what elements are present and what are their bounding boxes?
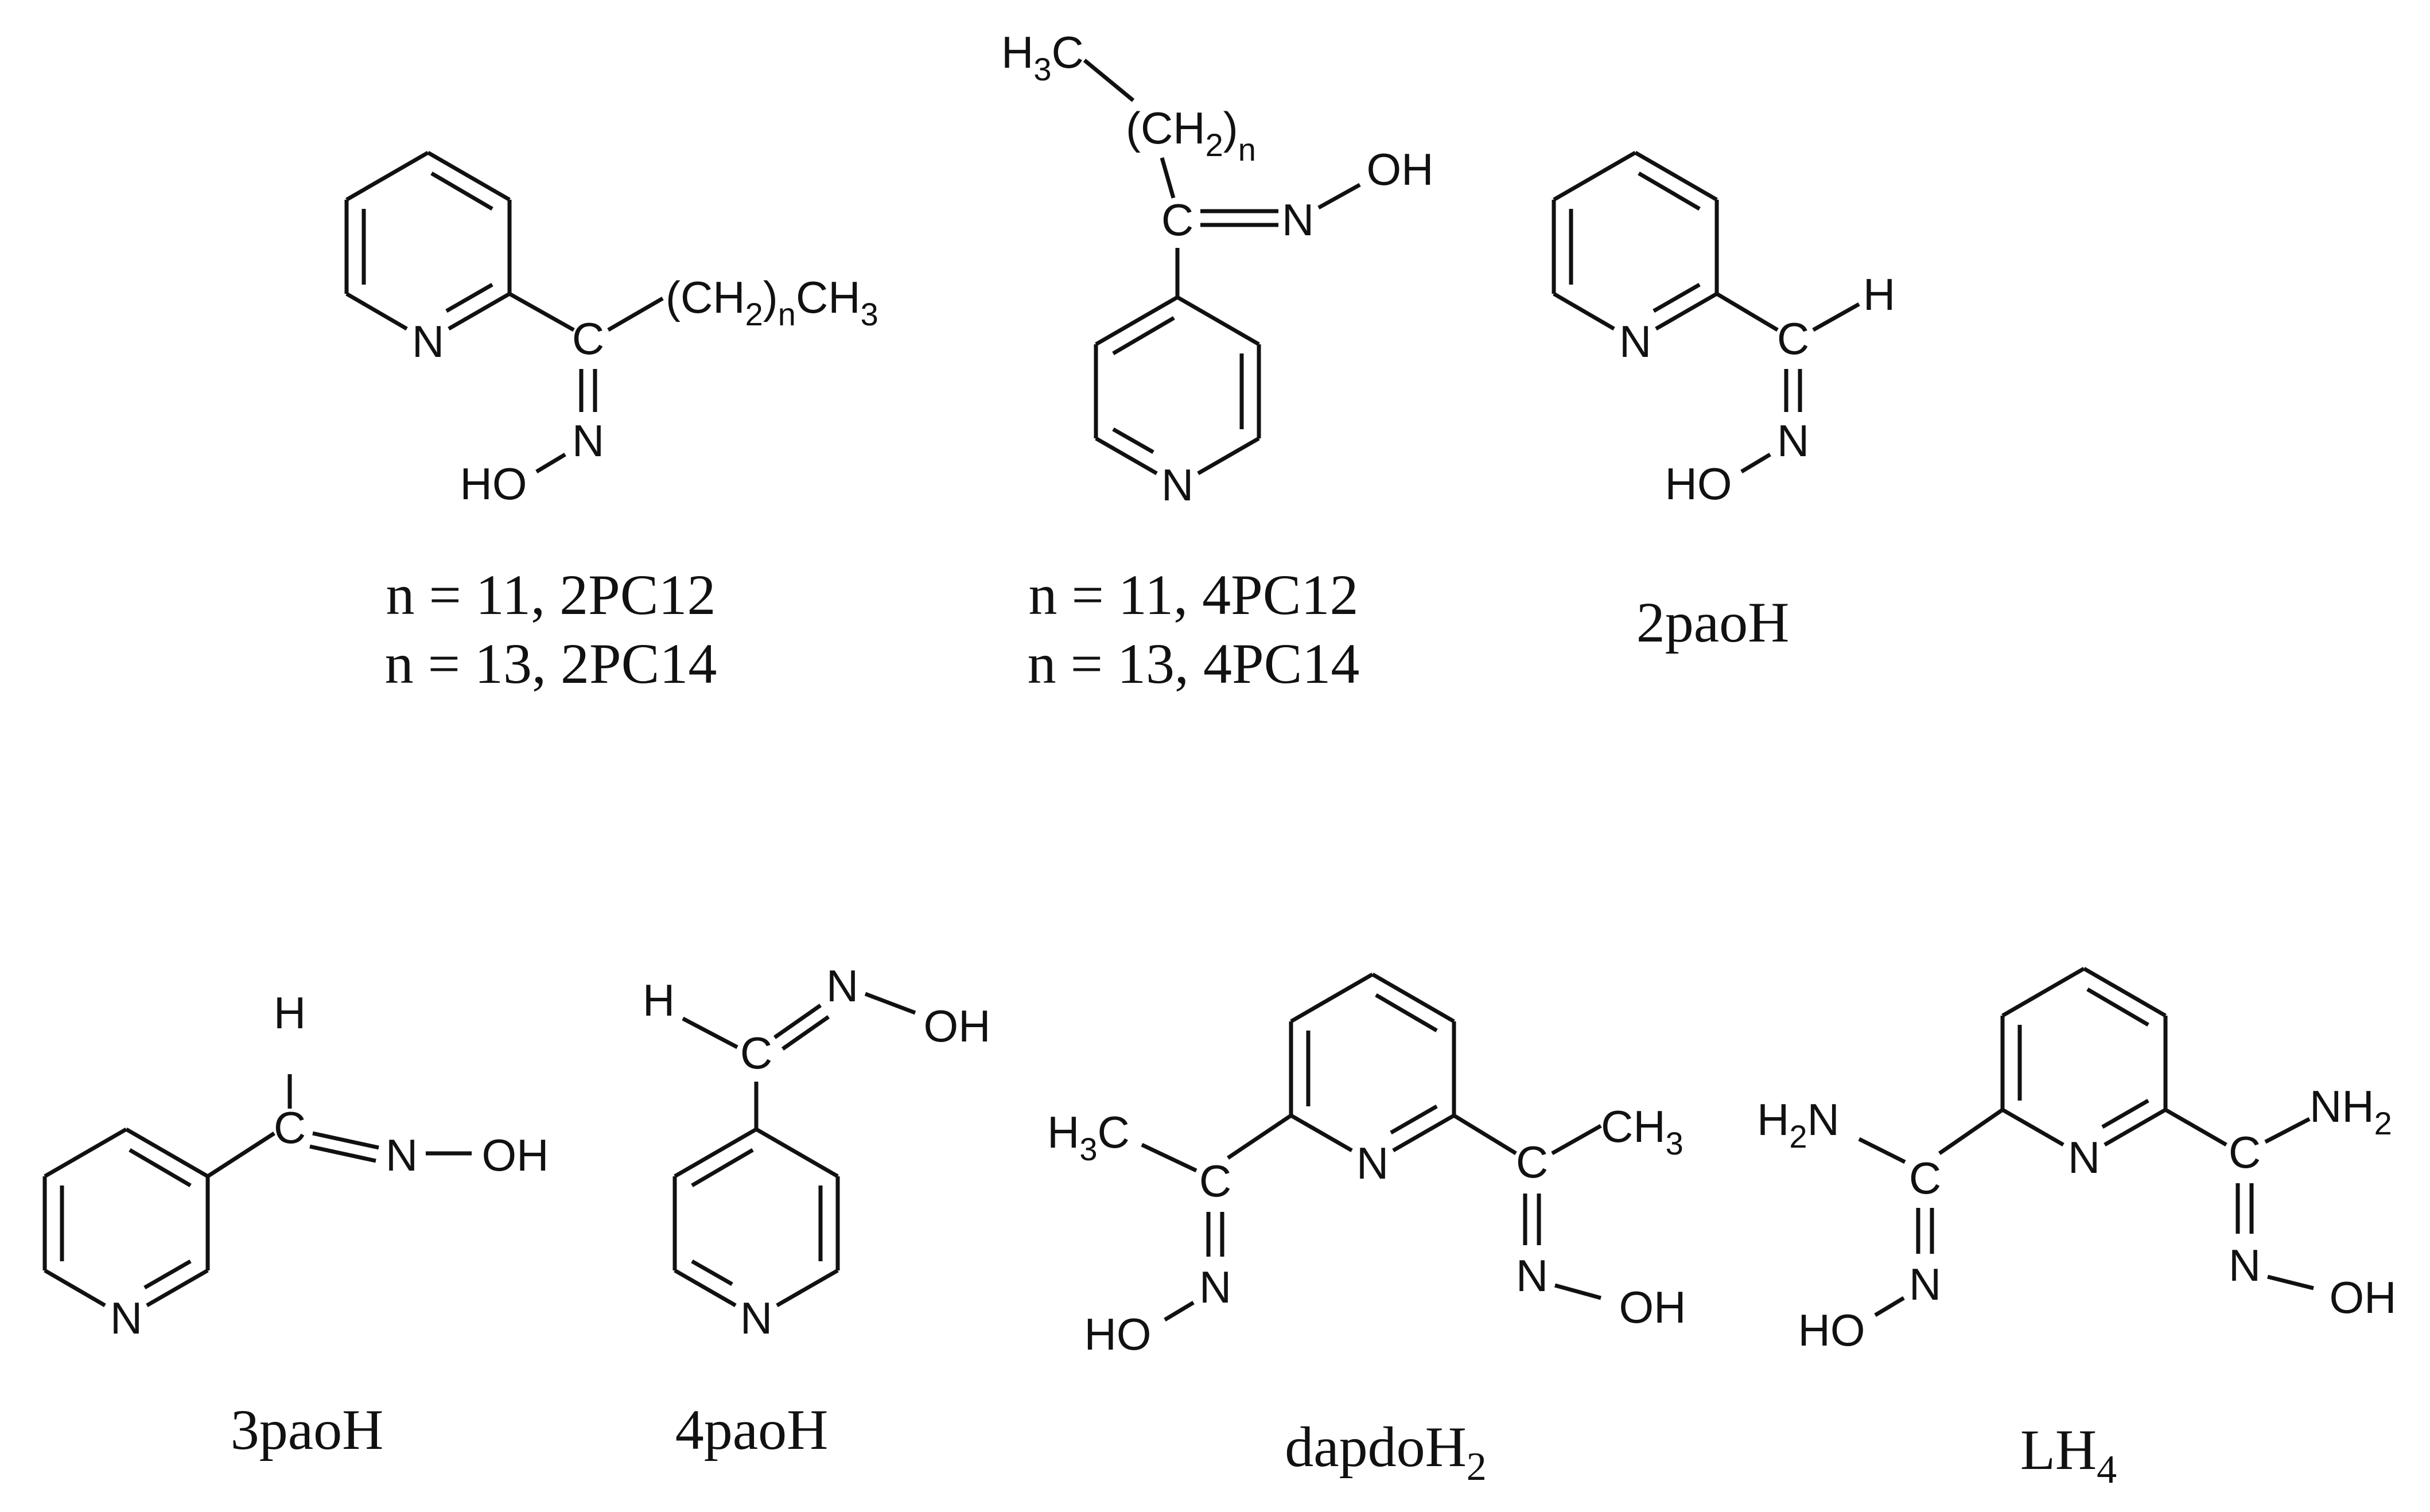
- caption-2pc-line1: n = 11, 2PC12: [386, 563, 716, 627]
- caption-dapdoh2: dapdoH2: [1285, 1415, 1487, 1489]
- structure-3paoh: N C H N OH: [42, 988, 549, 1343]
- oxime-nitrogen: N: [386, 1130, 418, 1180]
- structure-2pc: N C (CH2)nCH3 N HO: [344, 150, 878, 509]
- pyridine-nitrogen: N: [740, 1293, 772, 1343]
- pyridine-nitrogen: N: [1619, 316, 1651, 367]
- oxime-nitrogen-left: N: [1199, 1262, 1231, 1312]
- oxime-carbon-right: C: [1516, 1137, 1548, 1187]
- pyridine-ring: N: [42, 1127, 210, 1343]
- pyridine-nitrogen: N: [110, 1293, 142, 1343]
- amidoxime-carbon-left: C: [1909, 1153, 1941, 1203]
- oxime-nitrogen: N: [826, 961, 858, 1011]
- hydroxyl-left-label: HO: [1798, 1305, 1865, 1355]
- methylene-chain-label: (CH2)n: [1126, 103, 1256, 168]
- caption-lh4: LH4: [2020, 1418, 2117, 1492]
- hydroxyl-label: HO: [460, 458, 527, 509]
- oxime-nitrogen: N: [572, 415, 604, 466]
- caption-3paoh: 3paoH: [231, 1398, 384, 1462]
- hydroxyl-right-label: OH: [1619, 1282, 1686, 1332]
- oxime-nitrogen: N: [1777, 415, 1809, 466]
- hydroxyl-label: OH: [482, 1130, 549, 1180]
- amino-right-label: NH2: [2310, 1081, 2392, 1141]
- hydroxyl-label: OH: [924, 1001, 991, 1051]
- caption-4paoh: 4paoH: [675, 1398, 829, 1462]
- methyl-right-label: CH3: [1601, 1101, 1683, 1161]
- hydrogen-label: H: [274, 988, 306, 1038]
- hydroxyl-label: HO: [1665, 458, 1732, 509]
- hydroxyl-right-label: OH: [2330, 1272, 2397, 1323]
- pyridine-nitrogen: N: [412, 316, 444, 367]
- structure-2paoh: N C H N HO: [1552, 150, 1895, 509]
- pyridine-ring: N: [2000, 966, 2168, 1183]
- oxime-nitrogen: N: [1282, 195, 1314, 245]
- alkyl-chain-label: (CH2)nCH3: [666, 272, 878, 332]
- hydrogen-label: H: [643, 975, 675, 1025]
- amidoxime-carbon-right: C: [2229, 1127, 2261, 1177]
- oxime-carbon-left: C: [1199, 1156, 1231, 1206]
- oxime-carbon: C: [1161, 195, 1193, 245]
- pyridine-ring: N: [1094, 295, 1261, 510]
- methyl-label: H3C: [1001, 27, 1084, 87]
- structure-lh4: N C H2N N HO C NH2 N OH: [1757, 966, 2397, 1355]
- pyridine-nitrogen: N: [2068, 1132, 2100, 1183]
- hydroxyl-label: OH: [1367, 144, 1434, 195]
- oxime-carbon: C: [572, 313, 604, 364]
- amino-left-label: H2N: [1757, 1094, 1840, 1155]
- caption-4pc-line2: n = 13, 4PC14: [1028, 632, 1360, 695]
- hydroxyl-left-label: HO: [1084, 1309, 1152, 1359]
- oxime-carbon: C: [274, 1102, 306, 1153]
- hydrogen-label: H: [1863, 269, 1895, 320]
- oxime-nitrogen-left: N: [1909, 1259, 1941, 1309]
- caption-2pc-line2: n = 13, 2PC14: [385, 632, 717, 695]
- caption-2paoh: 2paoH: [1636, 590, 1790, 654]
- methyl-left-label: H3C: [1047, 1107, 1130, 1167]
- pyridine-ring: N: [1552, 150, 1719, 367]
- oxime-carbon: C: [740, 1028, 772, 1078]
- oxime-carbon: C: [1777, 313, 1809, 364]
- structure-dapdoh2: N C H3C N HO C CH3 N OH: [1047, 972, 1686, 1359]
- structure-4paoh: H C N OH N: [643, 961, 991, 1343]
- oxime-nitrogen-right: N: [1516, 1250, 1548, 1301]
- pyridine-ring: N: [344, 150, 512, 367]
- oxime-nitrogen-right: N: [2229, 1240, 2261, 1291]
- pyridine-ring: N: [672, 1127, 840, 1343]
- pyridine-ring: N: [1289, 972, 1456, 1188]
- pyridine-nitrogen: N: [1356, 1138, 1389, 1188]
- pyridine-nitrogen: N: [1161, 460, 1193, 510]
- structure-4pc: H3C (CH2)n C N OH N: [1001, 27, 1434, 510]
- caption-4pc-line1: n = 11, 4PC12: [1029, 563, 1359, 627]
